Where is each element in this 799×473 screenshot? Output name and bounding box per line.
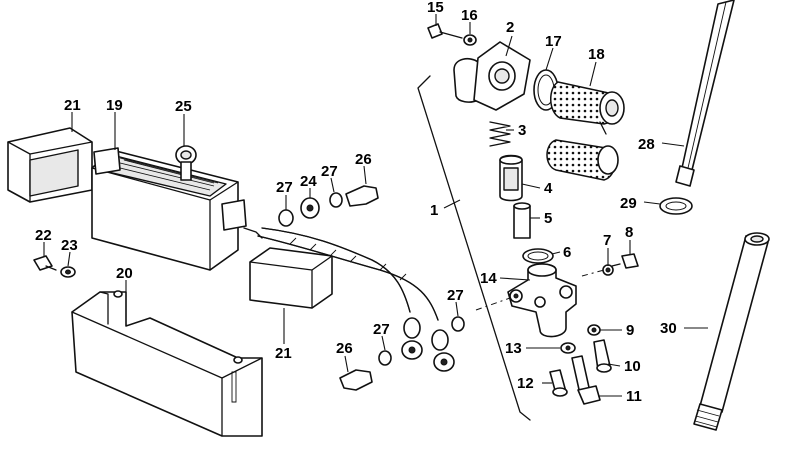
callout-22: 22: [35, 227, 52, 244]
callout-27-a: 27: [276, 179, 293, 196]
callout-18: 18: [588, 46, 605, 63]
callout-26-bottom: 26: [336, 340, 353, 357]
callout-14: 14: [480, 270, 497, 287]
filter-cover: [453, 41, 531, 111]
callout-10: 10: [624, 358, 641, 375]
valve-housing: [507, 263, 577, 338]
screw-8: [611, 253, 639, 269]
fittings-upper: [278, 185, 379, 227]
callout-30: 30: [660, 320, 677, 337]
callout-9: 9: [626, 322, 634, 339]
washer-9: [587, 324, 601, 336]
callout-13: 13: [505, 340, 522, 357]
washer-23: [60, 266, 76, 278]
callout-25: 25: [175, 98, 192, 115]
callout-11: 11: [626, 388, 642, 405]
banjo-bolt: [175, 145, 197, 181]
assembly-axis-2: [581, 269, 605, 277]
callout-19: 19: [106, 97, 123, 114]
callout-5: 5: [544, 210, 552, 227]
leader-lines: [43, 14, 708, 397]
gasket-13: [560, 342, 576, 354]
screw-22: [33, 255, 57, 271]
callout-26-top: 26: [355, 151, 372, 168]
callout-16: 16: [461, 7, 478, 24]
callout-4: 4: [544, 180, 553, 197]
callout-7: 7: [603, 232, 611, 249]
seal-ring-29: [659, 197, 693, 215]
bolt-15: [427, 23, 463, 39]
filter-element: [546, 81, 625, 181]
callout-23: 23: [61, 237, 78, 254]
callout-3: 3: [518, 122, 526, 139]
sleeve: [513, 202, 531, 239]
plug-11: [571, 355, 601, 405]
callout-2: 2: [506, 19, 514, 36]
plug-10: [593, 339, 612, 373]
callout-29: 29: [620, 195, 637, 212]
screw-12: [549, 369, 568, 397]
callout-21-bottom: 21: [275, 345, 292, 362]
callout-28: 28: [638, 136, 655, 153]
callout-15: 15: [427, 0, 444, 16]
washer-7: [602, 264, 614, 276]
callout-24: 24: [300, 173, 317, 190]
callout-17: 17: [545, 33, 562, 50]
callout-21-top: 21: [64, 97, 81, 114]
spring: [489, 121, 511, 147]
o-ring-6: [522, 248, 554, 264]
callout-labels: 1 2 3 4 5 6 7 8 9 10 11 12 13 14 15 16 1…: [35, 0, 677, 405]
oil-cooler: [91, 147, 263, 271]
callout-27-c: 27: [447, 287, 464, 304]
washer-16: [463, 34, 477, 46]
callout-20: 20: [116, 265, 133, 282]
callout-8: 8: [625, 224, 633, 241]
assembly-axis: [475, 297, 511, 311]
rubber-mount-top: [7, 127, 93, 203]
callout-27-d: 27: [373, 321, 390, 338]
callout-27-b: 27: [321, 163, 338, 180]
rubber-mount-bottom: [249, 247, 333, 309]
oil-hoses: [257, 227, 455, 372]
dipstick: [675, 0, 735, 187]
mounting-bracket: [71, 290, 263, 437]
callout-12: 12: [517, 375, 534, 392]
valve-piston: [499, 154, 523, 202]
group-bracket: [417, 75, 531, 421]
guide-tube: [693, 232, 770, 431]
callout-1: 1: [430, 202, 438, 219]
fittings-lower: [339, 316, 465, 391]
callout-6: 6: [563, 244, 571, 261]
